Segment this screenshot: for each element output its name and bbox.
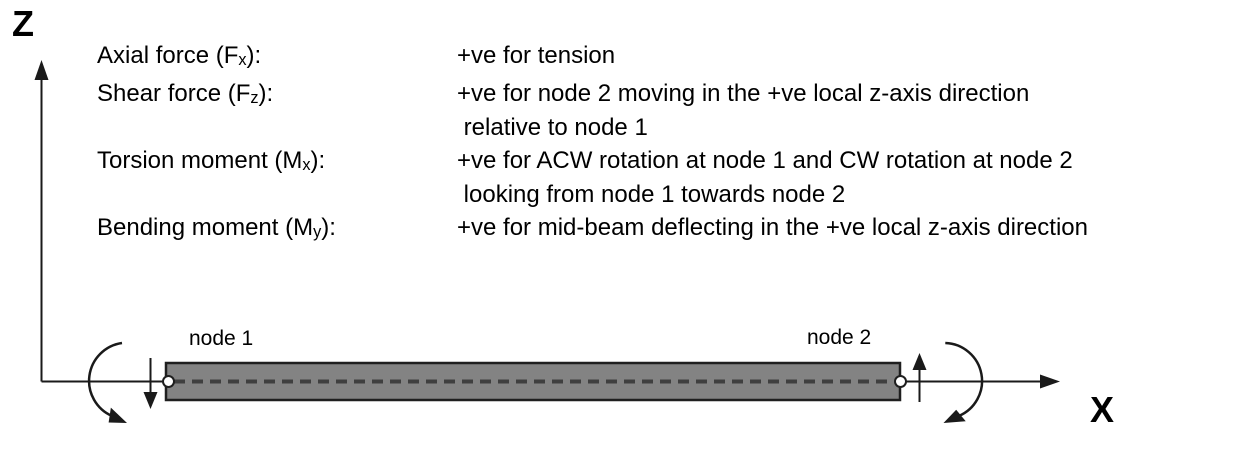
definition-row-shear-force: Shear force (Fz): +ve for node 2 moving …: [97, 77, 1088, 144]
term-text: ):: [321, 213, 336, 241]
torsion-moment-term: Torsion moment (Mx):: [97, 144, 457, 211]
term-text: ):: [258, 80, 274, 108]
term-subscript: z: [250, 89, 259, 108]
node1-torsion-arc: [87, 341, 123, 418]
definition-row-torsion-moment: Torsion moment (Mx): +ve for ACW rotatio…: [97, 144, 1088, 211]
x-axis-label: X: [1090, 389, 1115, 430]
node2-torsion-arrowhead-icon: [943, 409, 966, 423]
shear-force-description: +ve for node 2 moving in the +ve local z…: [457, 77, 1088, 144]
x-axis-arrowhead-icon: [1040, 374, 1060, 389]
bending-moment-description: +ve for mid-beam deflecting in the +ve l…: [457, 211, 1088, 249]
sign-convention-definitions: Axial force (Fx): +ve for tension Shear …: [97, 39, 1088, 249]
term-subscript: y: [313, 222, 322, 241]
description-line: +ve for tension: [457, 42, 616, 69]
term-text: Axial force (F: [97, 42, 239, 69]
description-line: +ve for node 2 moving in the +ve local z…: [457, 80, 1030, 108]
term-subscript: x: [302, 156, 311, 175]
description-line: +ve for ACW rotation at node 1 and CW ro…: [457, 147, 1073, 175]
torsion-moment-description: +ve for ACW rotation at node 1 and CW ro…: [457, 144, 1088, 211]
term-text: Shear force (F: [97, 80, 251, 108]
node2-circle: [894, 375, 907, 388]
term-text: ):: [246, 42, 262, 69]
bending-moment-term: Bending moment (My):: [97, 211, 457, 249]
definition-row-bending-moment: Bending moment (My): +ve for mid-beam de…: [97, 211, 1088, 249]
description-line: +ve for mid-beam deflecting in the +ve l…: [457, 213, 1088, 241]
node1-label: node 1: [189, 327, 254, 350]
axial-force-term: Axial force (Fx):: [97, 39, 457, 77]
node2-label: node 2: [807, 326, 872, 349]
axial-force-description: +ve for tension: [457, 39, 1088, 77]
description-line: relative to node 1: [457, 113, 648, 141]
node2-torsion-arc: [945, 341, 984, 418]
z-axis-label: Z: [12, 3, 34, 44]
node1-shear-arrowhead-icon: [143, 392, 158, 409]
z-axis-arrowhead-icon: [34, 60, 49, 80]
definition-row-axial-force: Axial force (Fx): +ve for tension: [97, 39, 1088, 77]
node2-shear-arrowhead-icon: [912, 353, 927, 370]
node1-torsion-arrowhead-icon: [108, 407, 127, 423]
term-subscript: x: [238, 50, 247, 69]
shear-force-term: Shear force (Fz):: [97, 77, 457, 144]
term-text: Torsion moment (M: [97, 147, 303, 175]
term-text: Bending moment (M: [97, 213, 314, 241]
node1-circle: [162, 375, 175, 388]
term-text: ):: [310, 147, 326, 175]
description-line: looking from node 1 towards node 2: [457, 180, 846, 208]
